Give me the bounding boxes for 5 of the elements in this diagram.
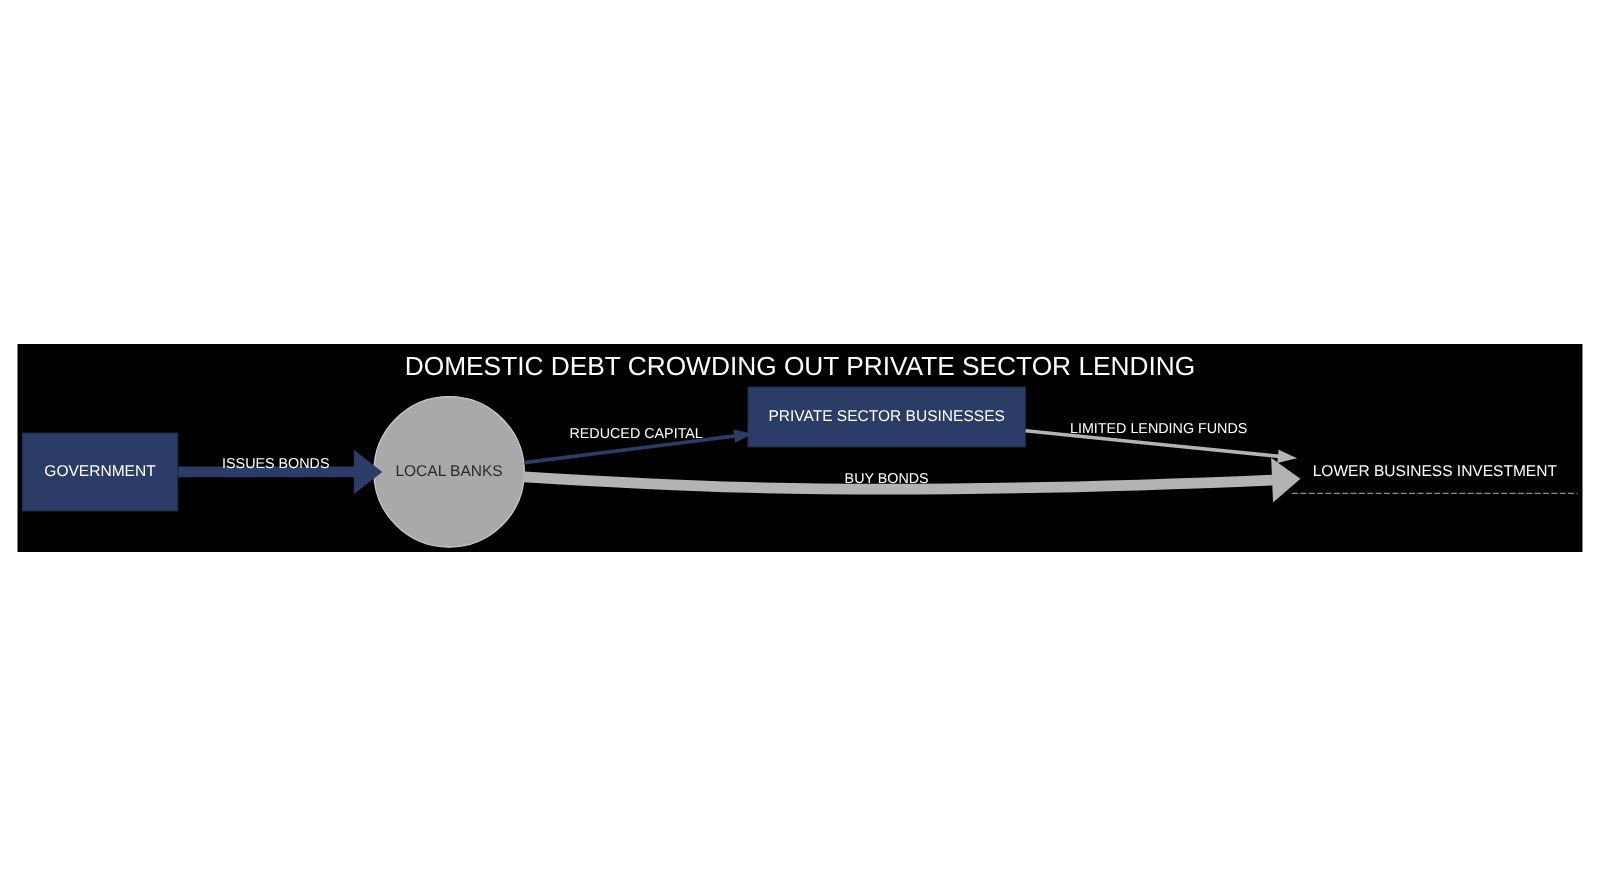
arrow — [1025, 428, 1298, 462]
arrow — [523, 428, 754, 464]
arrow — [178, 448, 383, 494]
diagram-title: DOMESTIC DEBT CROWDING OUT PRIVATE SECTOR LENDING — [404, 349, 1196, 380]
arrow — [523, 456, 1301, 502]
